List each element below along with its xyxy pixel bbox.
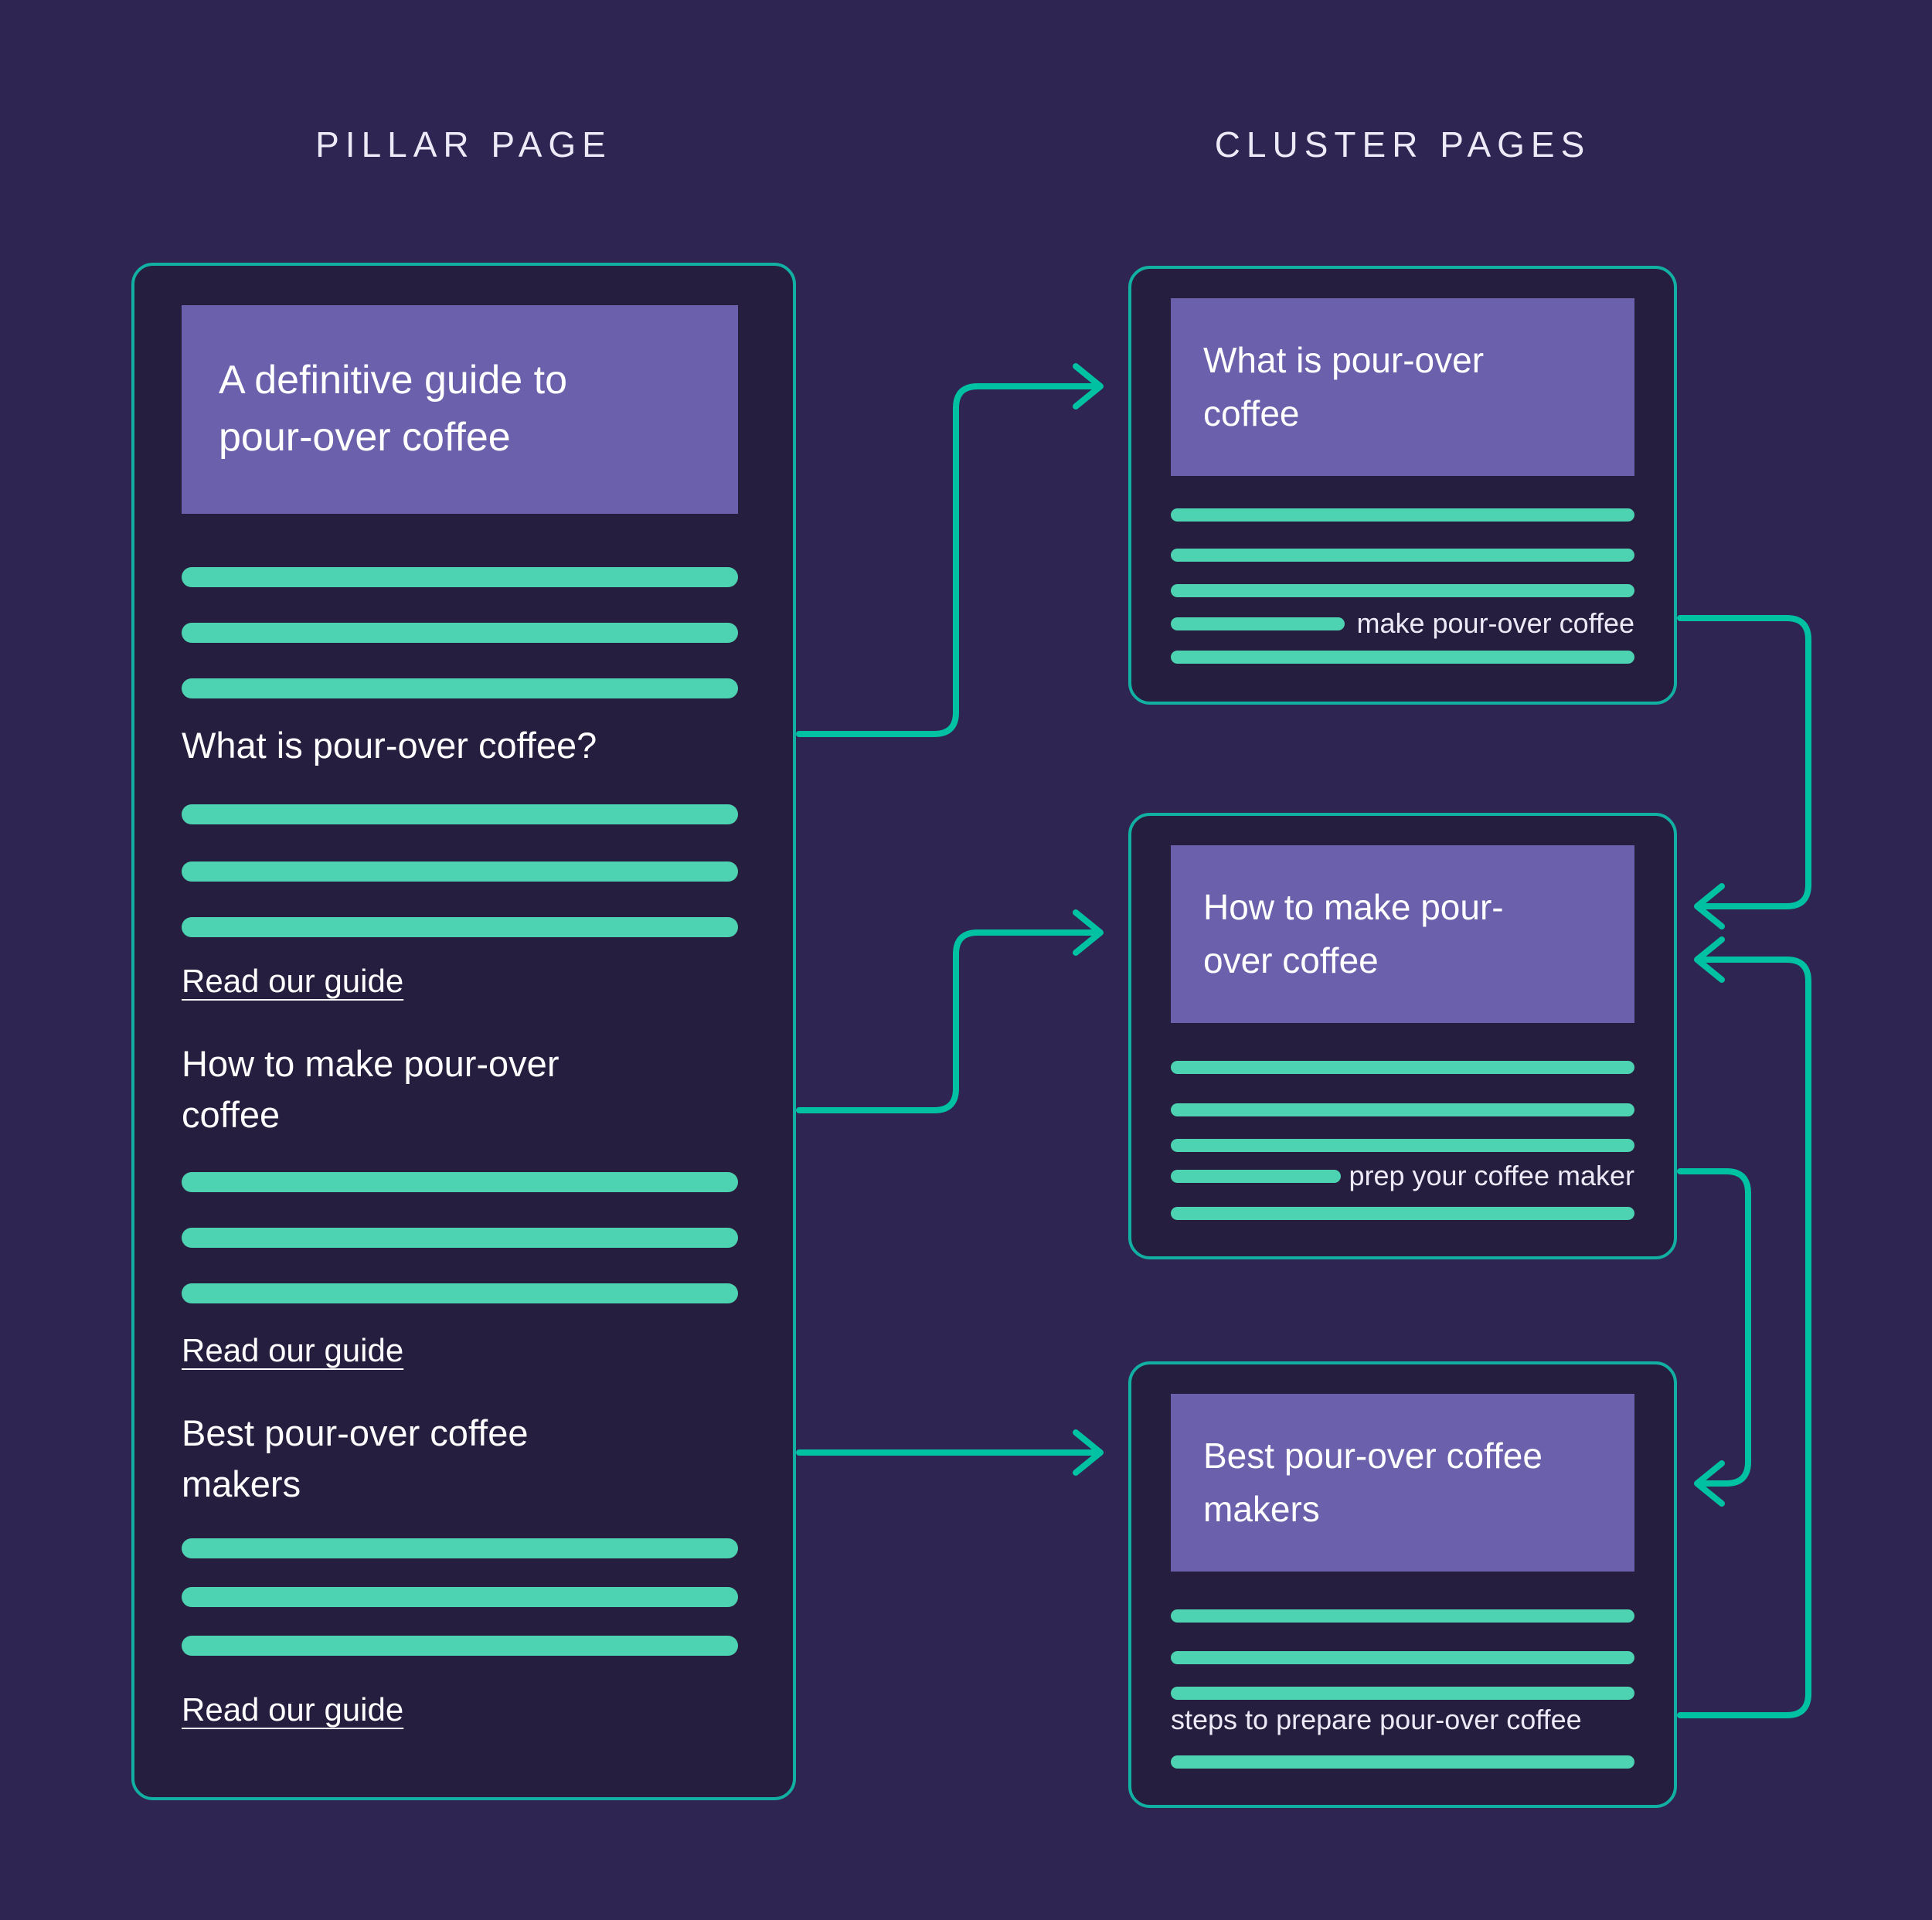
text-placeholder-bar <box>182 623 738 643</box>
cluster-title-banner-2: How to make pour-over coffee <box>1171 845 1634 1023</box>
text-placeholder-bar <box>1171 651 1634 664</box>
arrowhead-left-icon <box>1694 1460 1725 1507</box>
text-placeholder-bar <box>182 1587 738 1607</box>
text-placeholder-bar <box>1171 1755 1634 1769</box>
text-placeholder-bar <box>182 678 738 698</box>
text-placeholder-bar <box>1171 617 1345 630</box>
cluster-page-card-3: Best pour-over coffee makers steps to pr… <box>1128 1361 1677 1808</box>
arrowhead-right-icon <box>1073 909 1104 956</box>
annotation-row: prep your coffee maker <box>1171 1157 1634 1194</box>
text-placeholder-bar <box>182 917 738 937</box>
arrowhead-left-icon <box>1694 883 1725 929</box>
pillar-title-banner: A definitive guide to pour-over coffee <box>182 305 738 514</box>
text-placeholder-bar <box>182 1538 738 1558</box>
text-placeholder-bar <box>1171 508 1634 522</box>
pillar-section-heading-2: How to make pour-over coffee <box>182 1043 560 1135</box>
cluster-title-banner-1: What is pour-over coffee <box>1171 298 1634 476</box>
pillar-section-heading-3: Best pour-over coffee makers <box>182 1412 529 1504</box>
cluster-annotation-2: prep your coffee maker <box>1349 1160 1634 1191</box>
connector-cluster3-to-cluster2 <box>1677 957 1811 1718</box>
arrowhead-right-icon <box>1073 363 1104 409</box>
cluster-title-banner-3: Best pour-over coffee makers <box>1171 1394 1634 1572</box>
text-placeholder-bar <box>182 1172 738 1192</box>
text-placeholder-bar <box>182 861 738 882</box>
connector-pillar-to-cluster-2 <box>796 929 1100 1113</box>
connector-cluster1-to-cluster2 <box>1677 615 1811 909</box>
connector-pillar-to-cluster-1 <box>796 383 1100 737</box>
read-our-guide-link-3[interactable]: Read our guide <box>182 1691 404 1728</box>
text-placeholder-bar <box>1171 1609 1634 1623</box>
read-our-guide-link-1[interactable]: Read our guide <box>182 963 404 999</box>
annotation-row: steps to prepare pour-over coffee <box>1171 1701 1634 1738</box>
text-placeholder-bar <box>182 1283 738 1303</box>
text-placeholder-bar <box>1171 1169 1341 1183</box>
read-our-guide-link-2[interactable]: Read our guide <box>182 1332 404 1368</box>
text-placeholder-bar <box>1171 1139 1634 1152</box>
text-placeholder-bar <box>1171 1061 1634 1074</box>
cluster-title-1: What is pour-over coffee <box>1203 340 1485 433</box>
pillar-page-card: A definitive guide to pour-over coffee W… <box>131 263 796 1800</box>
cluster-title-2: How to make pour-over coffee <box>1203 887 1504 980</box>
text-placeholder-bar <box>1171 584 1634 597</box>
cluster-annotation-1: make pour-over coffee <box>1356 607 1634 639</box>
cluster-column-label: CLUSTER PAGES <box>1214 124 1591 165</box>
text-placeholder-bar <box>182 1228 738 1248</box>
pillar-column-label: PILLAR PAGE <box>315 124 612 165</box>
cluster-title-3: Best pour-over coffee makers <box>1203 1436 1543 1529</box>
pillar-section-heading-1: What is pour-over coffee? <box>182 725 597 766</box>
arrowhead-left-icon <box>1694 936 1725 983</box>
cluster-page-card-2: How to make pour-over coffee prep your c… <box>1128 813 1677 1259</box>
arrowhead-right-icon <box>1073 1429 1104 1476</box>
cluster-annotation-3: steps to prepare pour-over coffee <box>1171 1704 1582 1735</box>
connector-cluster2-to-cluster3 <box>1677 1168 1751 1487</box>
annotation-row: make pour-over coffee <box>1171 605 1634 642</box>
text-placeholder-bar <box>1171 1651 1634 1664</box>
text-placeholder-bar <box>182 1636 738 1656</box>
text-placeholder-bar <box>182 804 738 824</box>
text-placeholder-bar <box>1171 1207 1634 1220</box>
pillar-title: A definitive guide to pour-over coffee <box>219 358 567 460</box>
cluster-page-card-1: What is pour-over coffee make pour-over … <box>1128 266 1677 705</box>
text-placeholder-bar <box>1171 549 1634 562</box>
text-placeholder-bar <box>1171 1687 1634 1700</box>
text-placeholder-bar <box>1171 1103 1634 1116</box>
text-placeholder-bar <box>182 567 738 587</box>
